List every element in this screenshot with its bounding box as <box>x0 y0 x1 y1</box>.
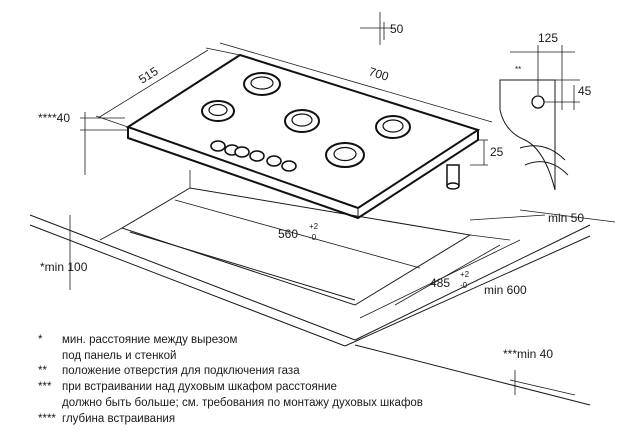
dim-edge-offset: 50 <box>390 22 404 36</box>
legend-mark-3: *** <box>38 381 52 393</box>
countertop-side-line <box>354 344 591 406</box>
dim-cutout-width-tol-minus: -0 <box>309 233 317 242</box>
knob <box>249 150 265 162</box>
dimension-labels: 515 700 50 ****40 25 560 +2 -0 485 +2 -0… <box>38 22 592 361</box>
hob-frame-side <box>127 127 479 220</box>
dim-cutout-depth: 485 <box>430 276 450 290</box>
dim-min-100: *min 100 <box>40 260 88 274</box>
burner-front-right <box>325 142 365 168</box>
knob <box>281 160 297 172</box>
knob <box>266 155 282 167</box>
countertop-right-bottom <box>344 235 591 347</box>
legend-text-4: глубина встраивания <box>62 413 175 425</box>
dim-cutout-depth-tol-minus: -0 <box>460 281 468 290</box>
dimension-lines <box>69 12 616 396</box>
dim-gas-marker: ** <box>515 65 521 74</box>
legend-text-3a: при встраивании над духовым шкафом расст… <box>62 381 337 393</box>
gas-hole-marker <box>531 95 545 109</box>
burner-center-left <box>201 100 235 122</box>
legend-mark-4: **** <box>38 413 56 425</box>
cutout-outline <box>120 187 472 306</box>
cutout-inner-line <box>129 231 356 301</box>
burner-right <box>375 115 411 139</box>
dim-cutout-width: 560 <box>278 227 298 241</box>
legend-mark-1: * <box>38 334 43 346</box>
gas-position-detail <box>499 45 580 191</box>
cutout <box>120 187 472 306</box>
dim-cutout-width-tol-plus: +2 <box>309 222 319 231</box>
legend-text-2: положение отверстия для подключения газа <box>62 365 300 377</box>
hob <box>125 53 481 220</box>
dim-height-25: 25 <box>490 145 504 159</box>
dim-gas-45: 45 <box>578 84 592 98</box>
dim-width: 700 <box>367 64 391 83</box>
burner-center <box>284 109 320 133</box>
dim-min-600: min 600 <box>484 283 527 297</box>
legend-text-3b: должно быть больше; см. требования по мо… <box>62 397 423 409</box>
legend-mark-2: ** <box>38 365 47 377</box>
dim-min-50: min 50 <box>548 211 584 225</box>
dim-footnote-40: ****40 <box>38 111 70 125</box>
dim-gas-125: 125 <box>538 31 558 45</box>
countertop-front-edge <box>29 214 356 341</box>
dim-cutout-depth-tol-plus: +2 <box>460 270 470 279</box>
burner-back-left <box>243 72 281 96</box>
gas-connector <box>446 164 460 190</box>
legend-text-1b: под панель и стенкой <box>62 350 176 362</box>
legend-text-1a: мин. расстояние между вырезом <box>62 334 237 346</box>
control-knobs <box>210 140 297 172</box>
dim-min-40: ***min 40 <box>503 347 553 361</box>
countertop-right-edge <box>354 224 591 341</box>
knob <box>234 146 250 158</box>
countertop <box>29 214 591 406</box>
dim-depth: 515 <box>136 64 161 87</box>
knob <box>210 140 226 152</box>
legend: * мин. расстояние между вырезом под пане… <box>38 334 423 425</box>
countertop-front-bottom <box>29 224 346 347</box>
